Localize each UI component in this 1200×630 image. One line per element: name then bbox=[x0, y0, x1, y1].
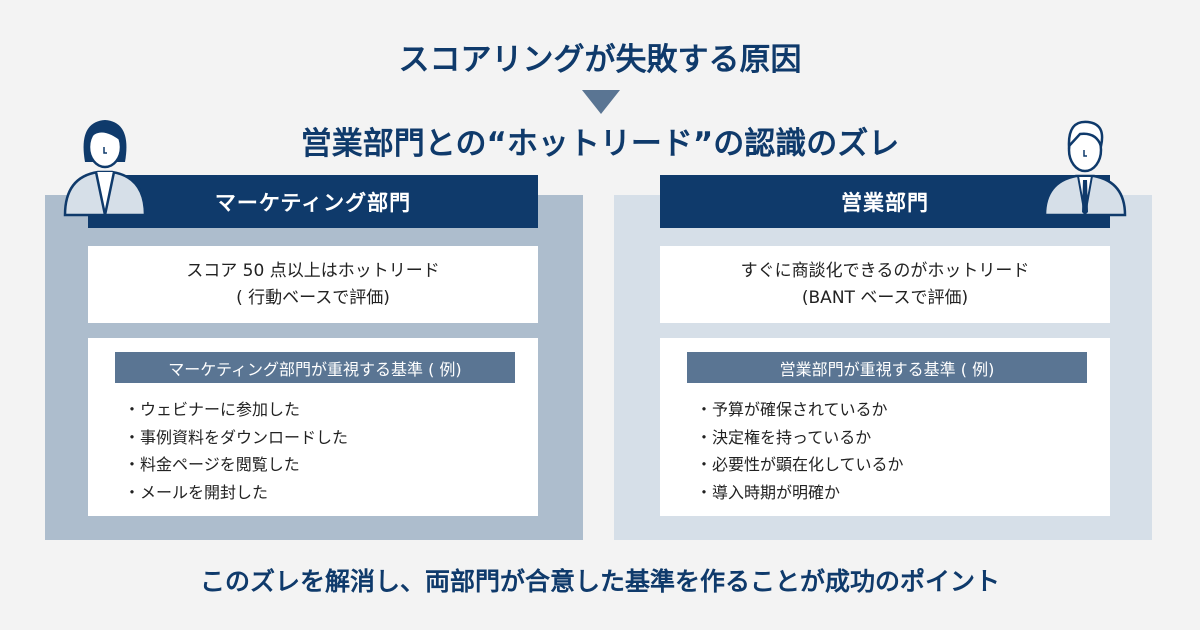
sales-criteria-box: 営業部門が重視する基準 ( 例) 予算が確保されているか 決定権を持っているか … bbox=[660, 338, 1110, 516]
subtitle: 営業部門との“ホットリード”の認識のズレ bbox=[300, 126, 900, 162]
marketing-header: マーケティング部門 bbox=[88, 175, 538, 228]
list-item: 必要性が顕在化しているか bbox=[696, 451, 904, 479]
marketing-definition-line2: ( 行動ベースで評価) bbox=[236, 287, 390, 308]
marketing-definition-line1: スコア 50 点以上はホットリード bbox=[186, 260, 440, 281]
conclusion-text: このズレを解消し、両部門が合意した基準を作ることが成功のポイント bbox=[199, 567, 1000, 596]
sales-criteria-list: 予算が確保されているか 決定権を持っているか 必要性が顕在化しているか 導入時期… bbox=[696, 396, 904, 506]
down-arrow-icon bbox=[582, 90, 620, 114]
marketing-criteria-list: ウェビナーに参加した 事例資料をダウンロードした 料金ページを閲覧した メールを… bbox=[124, 396, 348, 506]
marketing-criteria-label: マーケティング部門が重視する基準 ( 例) bbox=[115, 352, 515, 383]
list-item: ウェビナーに参加した bbox=[124, 396, 348, 424]
list-item: 決定権を持っているか bbox=[696, 424, 904, 452]
sales-header: 営業部門 bbox=[660, 175, 1110, 228]
female-marketer-icon bbox=[63, 120, 147, 217]
list-item: メールを開封した bbox=[124, 479, 348, 507]
sales-criteria-label: 営業部門が重視する基準 ( 例) bbox=[687, 352, 1087, 383]
list-item: 導入時期が明確か bbox=[696, 479, 904, 507]
marketing-definition: スコア 50 点以上はホットリード ( 行動ベースで評価) bbox=[88, 246, 538, 323]
male-sales-icon bbox=[1043, 120, 1127, 217]
marketing-criteria-box: マーケティング部門が重視する基準 ( 例) ウェビナーに参加した 事例資料をダウ… bbox=[88, 338, 538, 516]
list-item: 事例資料をダウンロードした bbox=[124, 424, 348, 452]
sales-definition-line1: すぐに商談化できるのがホットリード bbox=[740, 260, 1030, 281]
main-title: スコアリングが失敗する原因 bbox=[398, 42, 802, 78]
list-item: 料金ページを閲覧した bbox=[124, 451, 348, 479]
list-item: 予算が確保されているか bbox=[696, 396, 904, 424]
sales-definition: すぐに商談化できるのがホットリード (BANT ベースで評価) bbox=[660, 246, 1110, 323]
sales-definition-line2: (BANT ベースで評価) bbox=[801, 287, 969, 308]
